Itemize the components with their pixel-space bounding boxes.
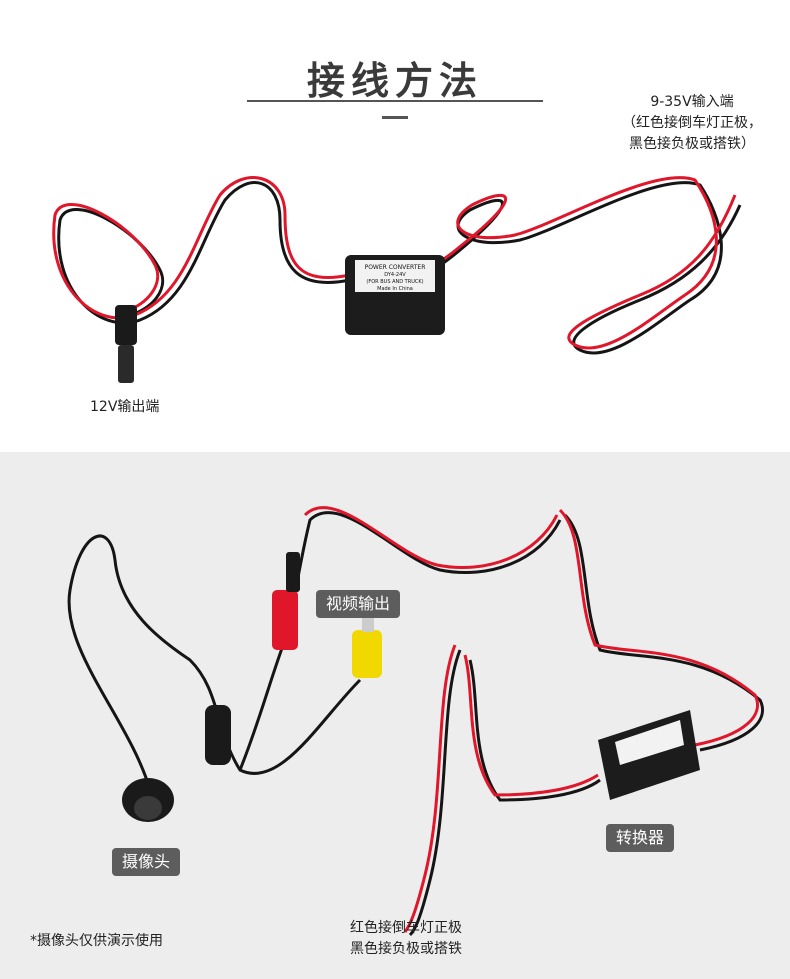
wire-instruction-line1: 红色接倒车灯正极 <box>350 920 462 936</box>
page-title: 接线方法 <box>306 59 483 103</box>
converter-label-line1: POWER CONVERTER <box>365 264 426 271</box>
dc-plug-tip <box>118 345 134 383</box>
cable-junction <box>205 705 231 765</box>
camera-tag: 摄像头 <box>112 848 181 876</box>
top-wiring-diagram: POWER CONVERTER DY4-24V (FOR BUS AND TRU… <box>52 176 742 383</box>
converter-label-line4: Made In China <box>377 286 413 292</box>
video-output-tag: 视频输出 <box>316 590 401 618</box>
input-label-line3: 黑色接负极或搭铁） <box>629 136 755 152</box>
title-accent <box>382 116 408 119</box>
input-label-line1: 9-35V输入端 <box>650 94 734 110</box>
dc-plug-body <box>115 305 137 345</box>
red-power-plug <box>272 590 298 650</box>
bottom-panel <box>0 452 790 979</box>
converter-tag: 转换器 <box>606 824 675 852</box>
demo-note: *摄像头仅供演示使用 <box>30 933 163 949</box>
input-label-line2: （红色接倒车灯正极， <box>622 115 762 131</box>
wire-instruction-line2: 黑色接负极或搭铁 <box>350 941 462 957</box>
yellow-video-plug <box>352 630 382 678</box>
converter-label-line3: (FOR BUS AND TRUCK) <box>366 279 423 285</box>
input-terminal-label: 9-35V输入端 （红色接倒车灯正极， 黑色接负极或搭铁） <box>612 92 772 155</box>
wire-instructions: 红色接倒车灯正极 黑色接负极或搭铁 <box>350 918 462 960</box>
converter-label-line2: DY4-24V <box>384 272 406 278</box>
title-underline <box>247 100 543 102</box>
output-terminal-label: 12V输出端 <box>90 399 160 415</box>
